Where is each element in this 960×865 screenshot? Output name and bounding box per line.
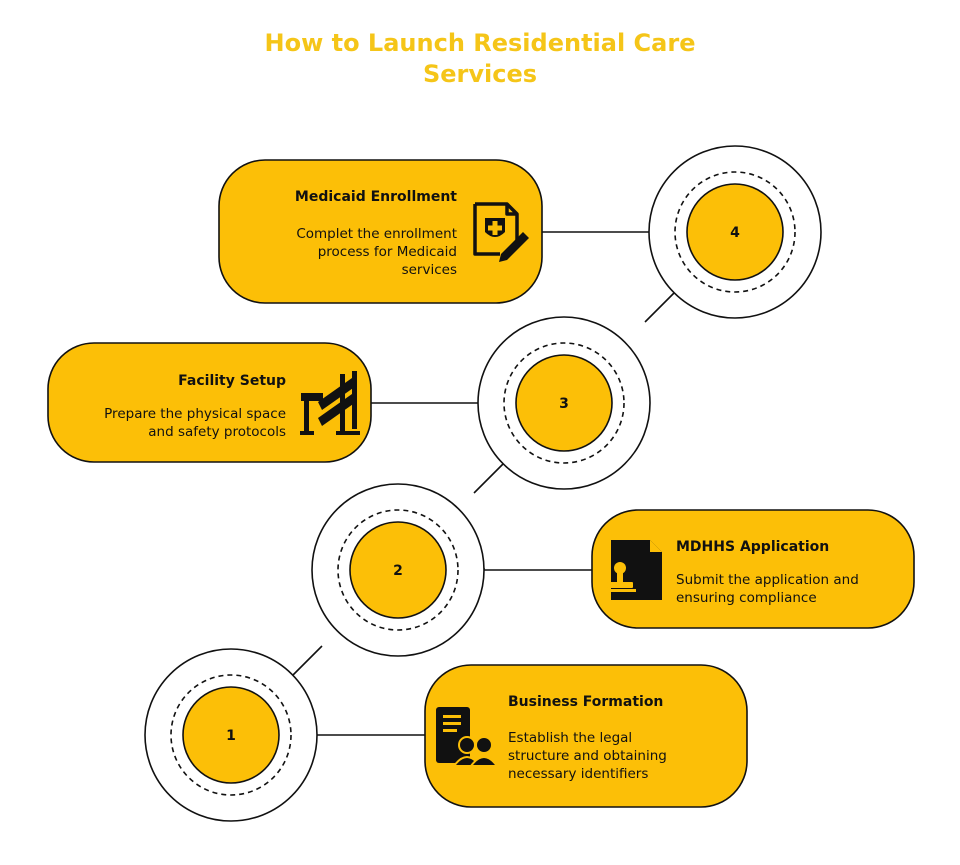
- step-number-1: 1: [226, 728, 236, 744]
- step-desc-4-line-1: Complet the enrollment: [296, 226, 457, 242]
- step-desc-2-line-1: Submit the application and: [676, 572, 859, 588]
- connector-3-4: [644, 291, 676, 323]
- medical-form-edit-icon: [473, 202, 529, 262]
- diagram-title: How to Launch Residential Care Services: [264, 29, 696, 88]
- step-desc-3-line-2: and safety protocols: [148, 424, 286, 440]
- construction-barrier-icon: [300, 371, 360, 435]
- step-desc-1-line-3: necessary identifiers: [508, 766, 648, 782]
- step-card-3: Facility Setup Prepare the physical spac…: [47, 342, 372, 463]
- step-title-3: Facility Setup: [178, 373, 286, 389]
- step-desc-1-line-1: Establish the legal: [508, 730, 632, 746]
- step-title-2: MDHHS Application: [676, 539, 829, 555]
- step-desc-4-line-3: services: [402, 262, 457, 278]
- step-card-2: MDHHS Application Submit the application…: [591, 509, 915, 629]
- step-number-4: 4: [730, 225, 740, 241]
- step-number-2: 2: [393, 563, 403, 579]
- step-title-1: Business Formation: [508, 694, 663, 710]
- step-card-4: Medicaid Enrollment Complet the enrollme…: [218, 159, 543, 304]
- step-card-1: Business Formation Establish the legal s…: [424, 664, 748, 808]
- step-desc-3-line-1: Prepare the physical space: [104, 406, 286, 422]
- document-stamp-icon: [604, 540, 662, 600]
- link-line-2: [483, 568, 592, 571]
- step-node-4: 4: [648, 145, 822, 319]
- step-desc-1-line-2: structure and obtaining: [508, 748, 667, 764]
- step-node-1: 1: [144, 648, 318, 822]
- connector-1-2: [291, 645, 323, 677]
- connector-2-3: [473, 463, 504, 494]
- business-team-document-icon: [436, 707, 499, 767]
- step-desc-2-line-2: ensuring compliance: [676, 590, 817, 606]
- step-number-3: 3: [559, 396, 569, 412]
- step-title-4: Medicaid Enrollment: [295, 189, 457, 205]
- step-node-3: 3: [477, 316, 651, 490]
- step-desc-4-line-2: process for Medicaid: [318, 244, 457, 260]
- step-node-2: 2: [311, 483, 485, 657]
